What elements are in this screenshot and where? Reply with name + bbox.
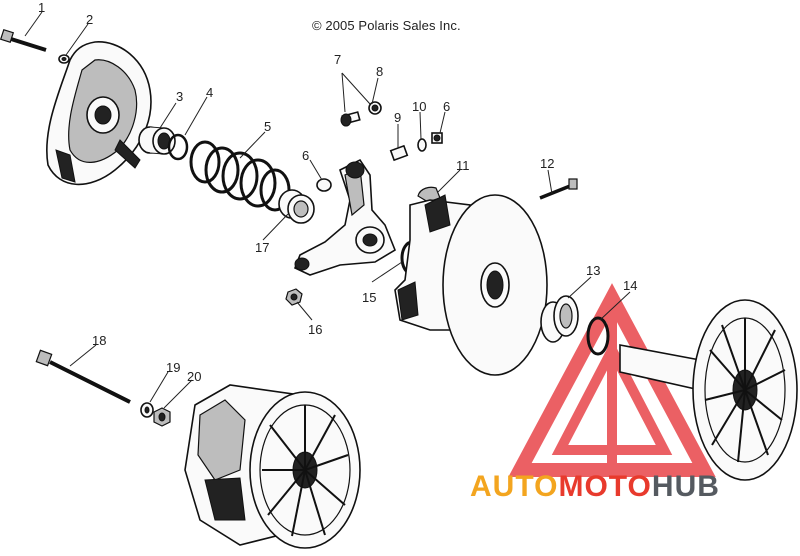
callout-20: 20 <box>187 369 201 384</box>
callout-8: 8 <box>376 64 383 79</box>
callout-17: 17 <box>255 240 269 255</box>
copyright-notice: © 2005 Polaris Sales Inc. <box>312 18 461 33</box>
part-10-washer <box>417 138 427 152</box>
callout-5: 5 <box>264 119 271 134</box>
part-7-8-pins <box>340 101 382 127</box>
part-4-ring <box>167 133 189 161</box>
part-18-bolt <box>35 349 131 404</box>
callout-13: 13 <box>586 263 600 278</box>
part-17-bushing <box>278 189 315 224</box>
watermark-logo: AUTOMOTOHUB <box>470 470 720 504</box>
callout-3: 3 <box>176 89 183 104</box>
callout-2: 2 <box>86 12 93 27</box>
part-cover-plate <box>46 41 152 186</box>
callout-6-left: 6 <box>302 148 309 163</box>
callout-15: 15 <box>362 290 376 305</box>
part-14-ring <box>586 316 610 356</box>
callout-14: 14 <box>623 278 637 293</box>
callout-19: 19 <box>166 360 180 375</box>
part-fixed-sheave <box>619 299 798 481</box>
part-20-nut <box>153 407 171 427</box>
watermark-triangle <box>508 283 716 477</box>
part-6-pin-left <box>316 178 332 192</box>
callout-10: 10 <box>412 99 426 114</box>
leader-lines <box>24 11 631 409</box>
part-9-roller <box>389 144 409 162</box>
watermark-auto: AUTO <box>470 470 559 503</box>
part-13-bushing <box>540 295 579 343</box>
callout-12: 12 <box>540 156 554 171</box>
callout-11: 11 <box>456 158 470 173</box>
part-12-bolt <box>539 178 578 200</box>
callout-labels: 1 2 3 4 5 6 7 8 9 10 6 11 12 13 14 15 16… <box>38 0 637 384</box>
watermark-hub: HUB <box>651 470 720 503</box>
callout-18: 18 <box>92 333 106 348</box>
part-moveable-sheave <box>394 194 548 376</box>
part-assembled-clutch <box>184 384 361 549</box>
callout-6-right: 6 <box>443 99 450 114</box>
part-2-washer <box>58 54 70 64</box>
part-16-nut <box>285 288 303 306</box>
part-1-bolt <box>0 28 47 52</box>
part-6-pin-right <box>431 132 443 144</box>
part-5-spring <box>189 140 291 212</box>
part-spider-arm <box>293 158 396 276</box>
part-19-washer <box>140 402 154 418</box>
part-11-button <box>417 186 441 203</box>
callout-1: 1 <box>38 0 45 15</box>
callout-7: 7 <box>334 52 341 67</box>
callout-16: 16 <box>308 322 322 337</box>
callout-9: 9 <box>394 110 401 125</box>
callout-4: 4 <box>206 85 213 100</box>
watermark-moto: MOTO <box>558 470 652 503</box>
